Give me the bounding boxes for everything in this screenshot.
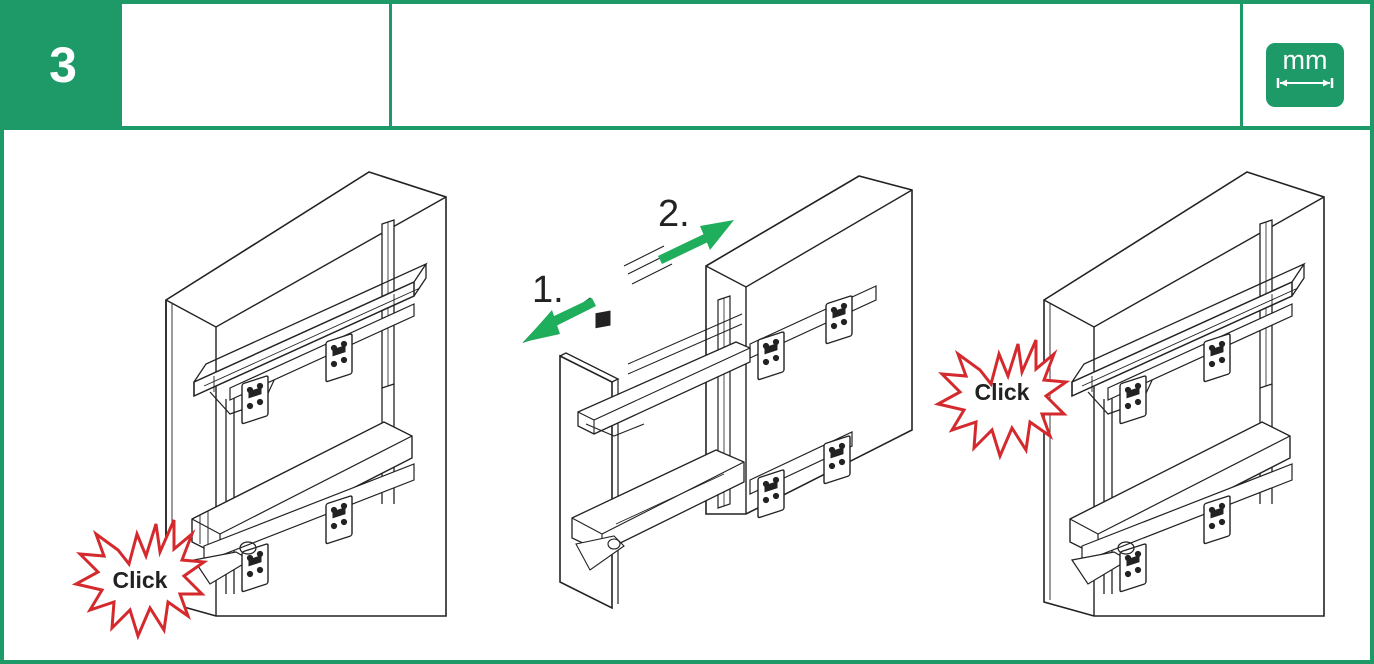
header-cell-empty-2	[392, 4, 1240, 126]
click-burst-left: Click	[71, 519, 209, 641]
header-divider	[389, 4, 392, 126]
measurement-arrow-icon	[1276, 78, 1334, 88]
push-arrow	[623, 220, 734, 285]
illustration-area: Click	[71, 171, 1325, 641]
step-number-box: 3	[4, 4, 122, 126]
step-header: 3 mm	[4, 4, 1370, 130]
header-cell-empty-1	[122, 4, 389, 126]
click-label-right: Click	[975, 379, 1030, 405]
click-burst-right: Click	[933, 339, 1071, 461]
cabinet-illustration-right	[1043, 171, 1325, 617]
cabinet-illustration-left	[165, 171, 447, 617]
step-label-1: 1.	[532, 269, 564, 311]
unit-badge: mm	[1266, 43, 1344, 107]
click-label-left: Click	[113, 567, 168, 593]
step-number: 3	[49, 37, 77, 93]
header-divider	[1240, 4, 1243, 126]
cabinet-illustration-middle	[559, 175, 913, 610]
step-label-2: 2.	[658, 193, 690, 235]
unit-label: mm	[1282, 45, 1328, 75]
pull-arrow	[522, 297, 596, 344]
